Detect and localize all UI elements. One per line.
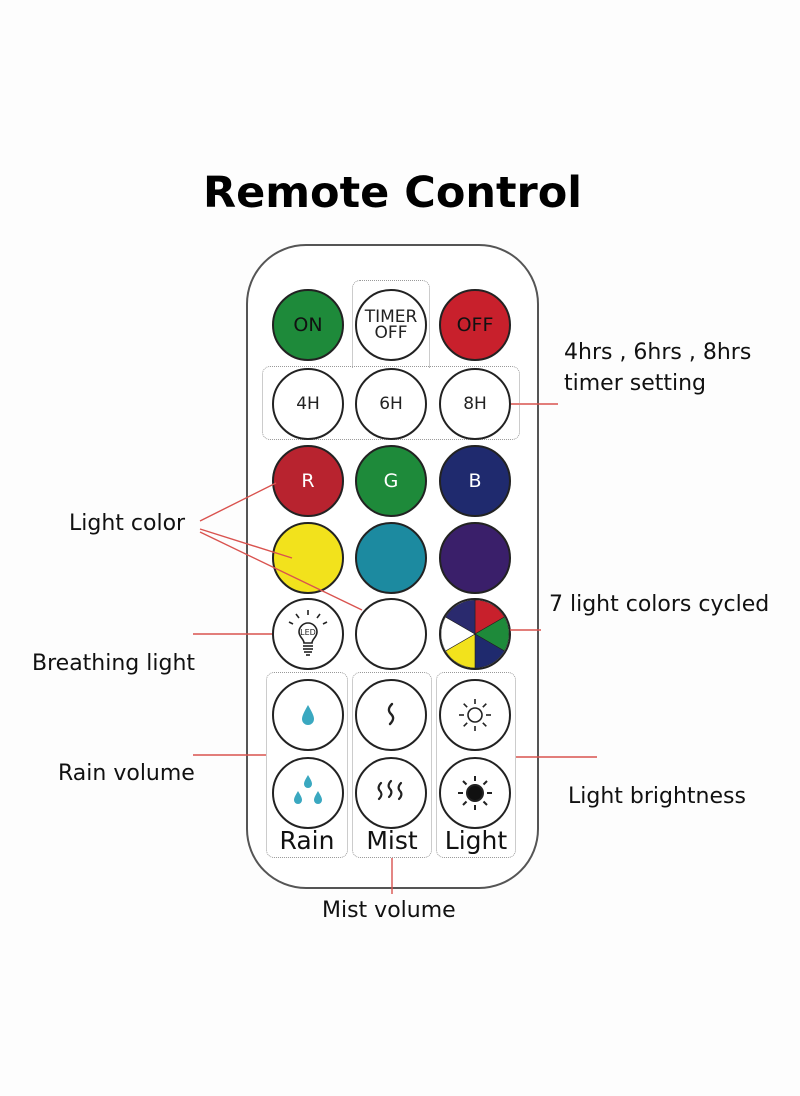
mist-waves-icon [377,779,403,801]
timer-4h-button[interactable]: 4H [272,368,344,440]
color-wheel-segment [445,600,476,635]
red-button-label: R [301,470,315,492]
color-wheel-icon [441,600,509,668]
timer-6h-label: 6H [379,394,403,414]
rain-low-button[interactable] [272,679,344,751]
rain-group [266,672,348,858]
mist-column-label: Mist [366,826,418,855]
on-button-label: ON [293,314,323,336]
water-drop-icon [302,705,314,725]
blue-button-label: B [468,470,482,492]
timer-4h-label: 4H [296,394,320,414]
yellow-button[interactable] [272,522,344,594]
leader-light-color-red [199,482,277,522]
water-drops-icon [294,775,322,804]
led-bulb-icon-text: LED [300,628,316,637]
mist-volume-annotation: Mist volume [322,898,456,923]
light-brightness-annotation: Light brightness [568,784,746,809]
rain-volume-annotation: Rain volume [58,761,195,786]
mist-low-button[interactable] [355,679,427,751]
timer-off-button[interactable]: TIMER OFF [355,289,427,361]
cyan-button[interactable] [355,522,427,594]
breathing-light-button[interactable]: LED [272,598,344,670]
timer-annotation-line2: timer setting [564,371,707,396]
light-high-button[interactable] [439,757,511,829]
sun-filled-icon [458,776,492,810]
timer-8h-label: 8H [463,394,487,414]
mist-group [352,672,432,858]
rain-column-label: Rain [279,826,335,855]
white-button[interactable] [355,598,427,670]
led-bulb-icon: LED [288,610,328,656]
cycled-annotation: 7 light colors cycled [549,592,770,617]
blue-button[interactable]: B [439,445,511,517]
light-column-label: Light [444,826,508,855]
light-group [436,672,516,858]
purple-button[interactable] [439,522,511,594]
sun-outline-icon [459,699,491,731]
off-button[interactable]: OFF [439,289,511,361]
leader-light-color-white [199,531,363,611]
timer-off-label-line2: OFF [374,323,408,343]
light-color-annotation: Light color [69,511,186,536]
red-button[interactable]: R [272,445,344,517]
green-button-label: G [383,470,399,492]
timer-6h-button[interactable]: 6H [355,368,427,440]
breathing-annotation: Breathing light [32,651,196,676]
timer-off-group [352,280,430,368]
timer-8h-button[interactable]: 8H [439,368,511,440]
mist-high-button[interactable] [355,757,427,829]
green-button[interactable]: G [355,445,427,517]
timer-off-label-line1: TIMER [364,307,418,327]
color-cycle-button[interactable] [439,598,511,670]
diagram-title: Remote Control [202,168,583,218]
light-low-button[interactable] [439,679,511,751]
timer-annotation-line1: 4hrs , 6hrs , 8hrs [564,340,752,365]
rain-high-button[interactable] [272,757,344,829]
leader-light-color-yellow [199,528,293,559]
mist-wave-icon [387,702,395,726]
off-button-label: OFF [456,314,494,336]
on-button[interactable]: ON [272,289,344,361]
